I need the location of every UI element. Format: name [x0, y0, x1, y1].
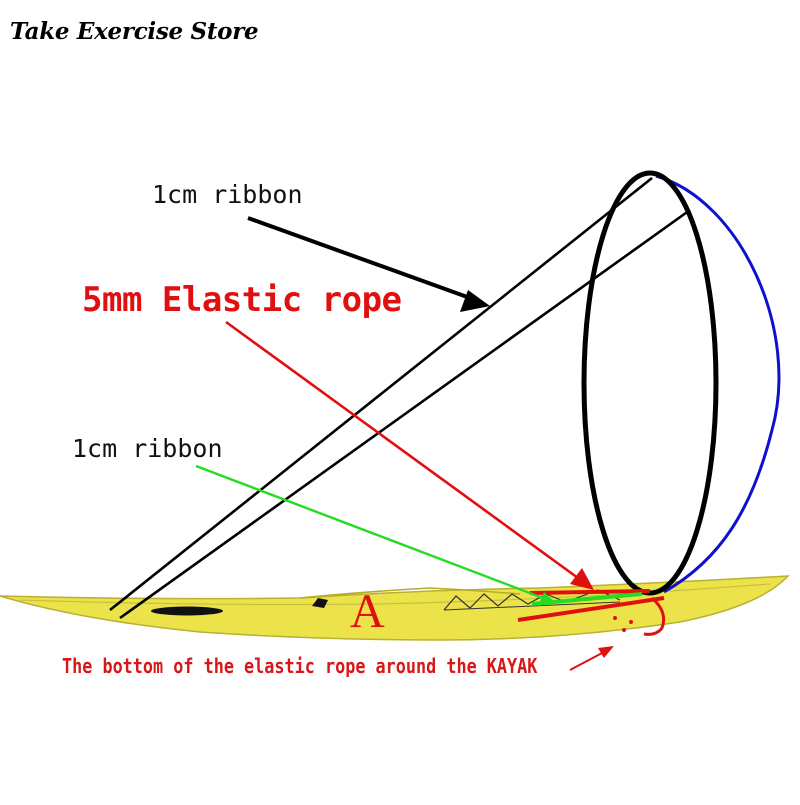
green-ribbon-pointer [195, 464, 549, 602]
ribbon-bottom-label: 1cm ribbon [72, 434, 223, 463]
ribbon-pointer-line [247, 216, 471, 300]
sail-hoop [581, 170, 719, 596]
elastic-pointer-arrowhead [570, 568, 594, 590]
ribbon-pointer-arrowhead [460, 290, 490, 312]
elastic-knot-1 [613, 616, 617, 620]
deck-rigging-base [443, 601, 621, 611]
elastic-pointer-line [225, 320, 579, 580]
ribbon-black-upper [119, 208, 691, 620]
kayak-deck-shading [299, 587, 521, 599]
kayak-seat [312, 598, 328, 608]
bottom-note-label: The bottom of the elastic rope around th… [62, 654, 538, 678]
elastic-knot-3 [629, 620, 633, 624]
bottom-note-pointer-line [569, 651, 605, 671]
green-ribbon-band [531, 592, 643, 606]
ribbon-black-lower [109, 176, 653, 612]
elastic-rope-hook [643, 596, 666, 636]
sail-blue-edge [655, 174, 781, 594]
elastic-rope-upper [529, 589, 651, 595]
bottom-note-pointer-arrowhead [598, 646, 614, 658]
elastic-rope-lower [517, 596, 665, 622]
elastic-rope-label: 5mm Elastic rope [82, 280, 402, 320]
kayak-marker-a: A [350, 585, 385, 638]
kayak-cockpit [151, 606, 223, 616]
store-name: Take Exercise Store [10, 18, 259, 45]
elastic-knot-2 [622, 628, 626, 632]
ribbon-top-label: 1cm ribbon [152, 180, 303, 209]
